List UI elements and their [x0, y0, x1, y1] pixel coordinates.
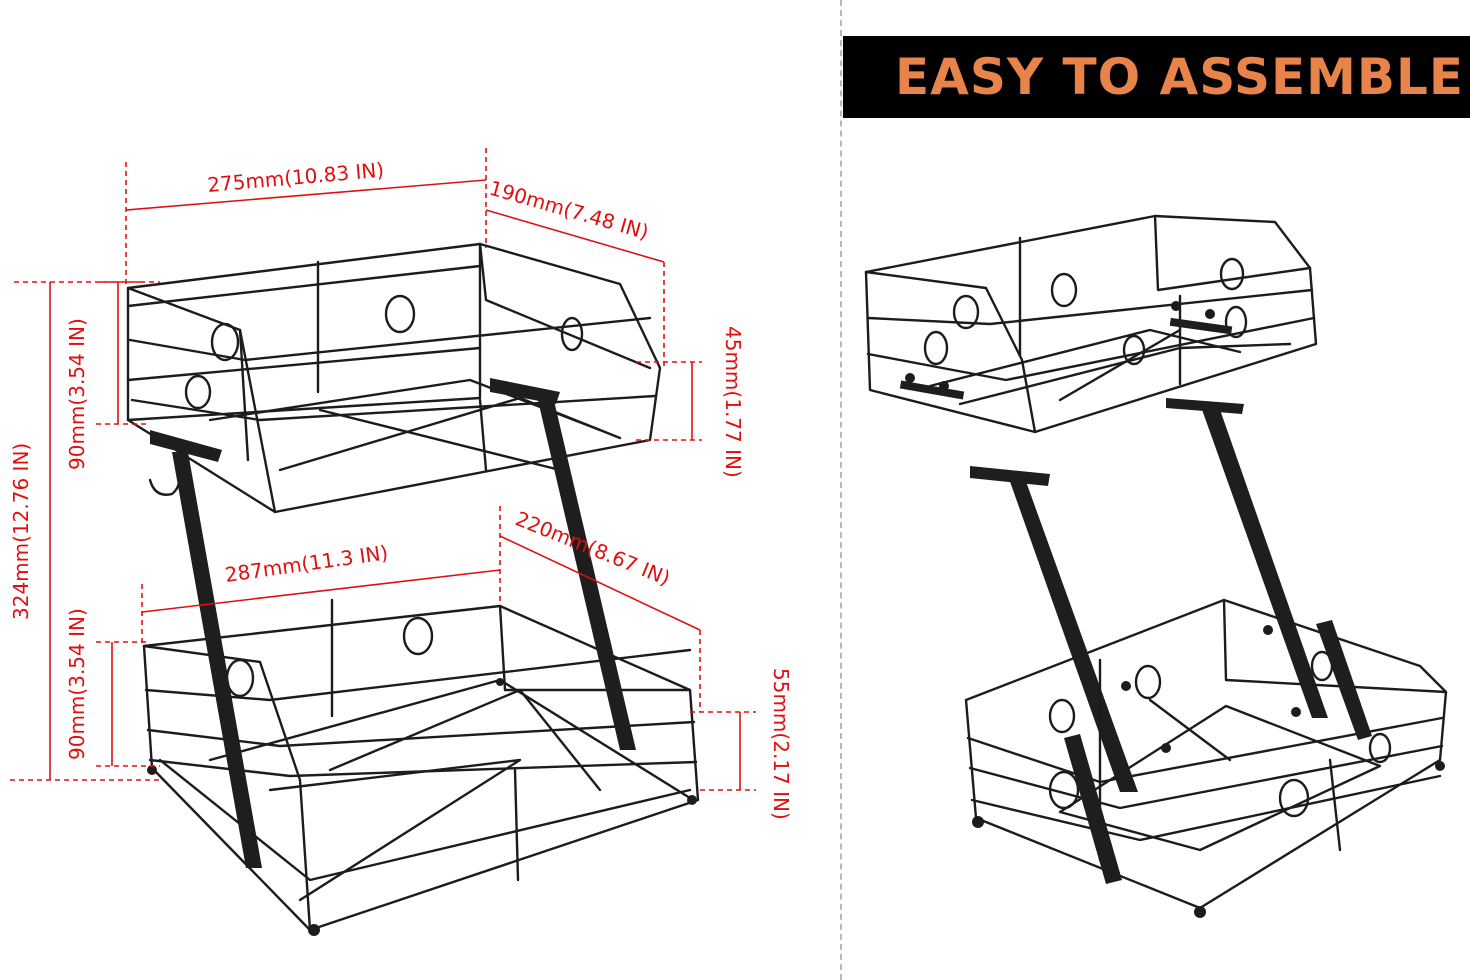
assembly-diagram	[864, 214, 1448, 918]
loose-support-bars	[970, 398, 1328, 792]
support-bars	[150, 378, 636, 868]
top-front-height-label: 45mm(1.77 IN)	[721, 326, 745, 478]
dimension-lines	[10, 148, 756, 791]
dimension-diagram: 275mm(10.83 IN) 190mm(7.48 IN) 90mm(3.54…	[9, 148, 793, 936]
bottom-width-label: 287mm(11.3 IN)	[223, 540, 389, 587]
panel-divider	[840, 0, 842, 980]
banner: EASY TO ASSEMBLE	[843, 36, 1470, 118]
total-height-label: 324mm(12.76 IN)	[9, 443, 33, 620]
bottom-height-label: 90mm(3.54 IN)	[65, 608, 89, 760]
banner-title: EASY TO ASSEMBLE	[895, 48, 1465, 106]
top-basket	[126, 242, 662, 514]
exploded-top-basket	[864, 214, 1318, 434]
exploded-bottom-basket	[964, 598, 1448, 918]
bottom-basket	[142, 598, 700, 936]
top-height-label: 90mm(3.54 IN)	[65, 318, 89, 470]
bottom-front-height-label: 55mm(2.17 IN)	[769, 668, 793, 820]
